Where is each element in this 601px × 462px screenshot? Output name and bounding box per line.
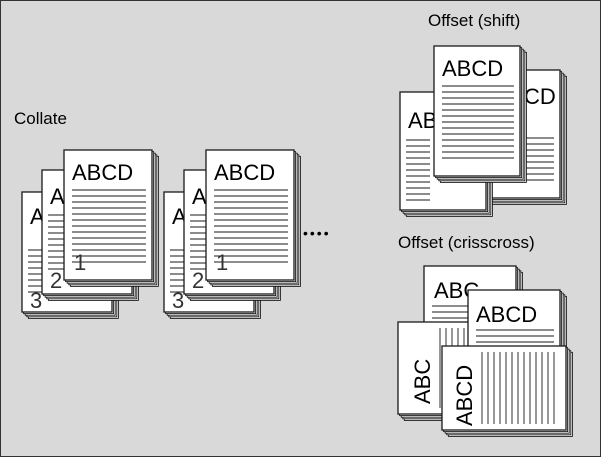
offset-crisscross-group: ABC ABC ABCD ABCD — [397, 265, 573, 437]
page-2-heading: A — [50, 184, 65, 209]
collate-set-1: A 3 A 2 ABCD 1 — [21, 149, 159, 319]
page-1-sheet: ABCD 1 — [63, 149, 159, 287]
crisscross-sheet-front: ABCD — [441, 345, 573, 437]
shift-sheet-back-right-heading: CD — [524, 84, 556, 109]
offset-crisscross-label: Offset (crisscross) — [398, 233, 535, 252]
crisscross-sheet-right-heading: ABCD — [476, 302, 537, 327]
page-3-heading: A — [30, 204, 45, 229]
page-2-number: 2 — [192, 268, 204, 293]
shift-sheet-front-heading: ABCD — [442, 56, 503, 81]
offset-shift-group: CD AB ABCD — [399, 45, 567, 217]
page-1-heading: ABCD — [214, 160, 275, 185]
page-1-sheet: ABCD 1 — [205, 149, 301, 287]
collate-label: Collate — [14, 109, 67, 128]
offset-shift-label: Offset (shift) — [428, 11, 520, 30]
shift-sheet-front: ABCD — [433, 45, 527, 183]
page-3-number: 3 — [30, 288, 42, 313]
page-2-number: 2 — [50, 268, 62, 293]
page-1-number: 1 — [74, 250, 86, 275]
collate-set-2: A 3 A 2 ABCD 1 — [163, 149, 301, 319]
page-2-heading: A — [192, 184, 207, 209]
crisscross-sheet-front-heading: ABCD — [452, 365, 477, 426]
page-3-number: 3 — [172, 288, 184, 313]
page-1-heading: ABCD — [72, 160, 133, 185]
ellipsis-dots: •••• — [303, 225, 331, 241]
shift-sheet-left-heading: AB — [408, 108, 437, 133]
crisscross-sheet-left-heading: ABC — [410, 359, 435, 404]
page-1-number: 1 — [216, 250, 228, 275]
page-3-heading: A — [172, 204, 187, 229]
